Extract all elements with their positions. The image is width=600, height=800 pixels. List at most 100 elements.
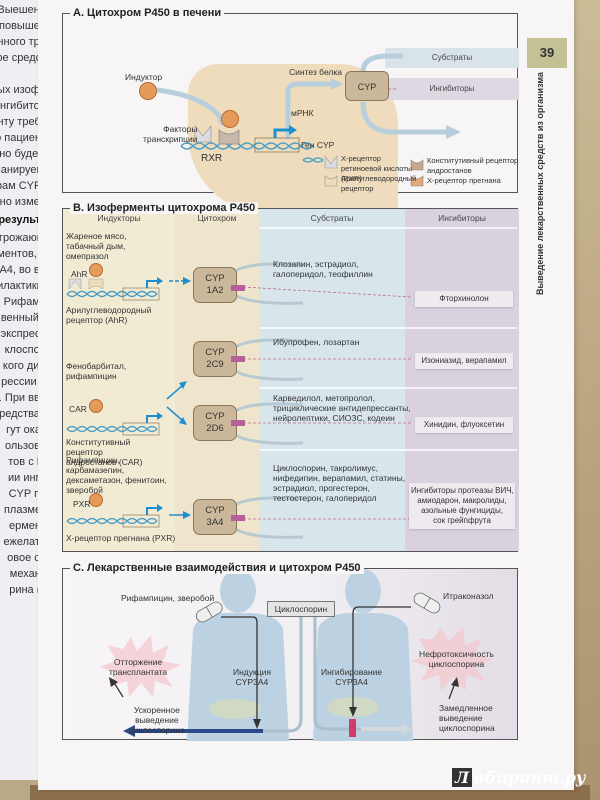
inducer-receptor-shape xyxy=(218,129,240,145)
row2-inducer-ball-icon xyxy=(89,399,103,413)
protein-synthesis-label: Синтез белка xyxy=(289,67,342,77)
row2-arrowhead-up xyxy=(179,381,187,389)
cyclosporine-left-pipe xyxy=(173,615,303,733)
legend-rxr-label: X-рецептор ретиноевой кислоты (RXR) xyxy=(341,154,413,183)
induction-label: Индукция CYP3A4 xyxy=(233,667,271,687)
inhibition-arrowhead xyxy=(349,707,357,717)
row4-receptor-name: X-рецептор прегнана (PXR) xyxy=(66,533,176,543)
section-c-diagram xyxy=(99,569,493,741)
inhibitor-line xyxy=(352,606,411,709)
row2-receptor-short: CAR xyxy=(69,404,87,414)
inhibitors-band: Ингибиторы xyxy=(385,78,519,100)
cyclosporine-label: Циклоспорин xyxy=(274,604,328,614)
bound-inducer-ball-icon xyxy=(221,110,239,128)
page-number-tab: 39 xyxy=(527,38,567,68)
cyp-out-arrow-bottom xyxy=(360,101,448,135)
row4-inhibitors: Ингибиторы протеазы ВИЧ, амиодарон, макр… xyxy=(409,483,515,529)
cyp-1a2-box: CYP 1A2 xyxy=(193,267,237,303)
nephrotoxicity-label: Нефротоксичность циклоспорина xyxy=(419,649,494,669)
row1-dna xyxy=(66,277,163,301)
transcription-factors-label: Факторы транскрипции xyxy=(143,124,198,144)
gene-cyp-label: Ген CYP xyxy=(301,140,335,150)
cyp-1a2-marker xyxy=(231,285,245,291)
left-liver-icon xyxy=(209,699,261,719)
row2-substrates: Ибупрофен, лозартан xyxy=(273,337,360,347)
row1-inducer-ball-icon xyxy=(89,263,103,277)
row2-arrowhead-down xyxy=(179,417,187,425)
legend-ahr-icon xyxy=(324,175,338,187)
inducers-header: Индукторы xyxy=(97,213,141,223)
gene-start-arrow xyxy=(273,128,291,138)
inducer-ball-icon xyxy=(139,82,157,100)
row4-arrowhead xyxy=(183,511,191,519)
legend-ahr-label: Арилуглеводородный рецептор xyxy=(341,174,417,193)
rejection-label: Отторжение трансплантата xyxy=(109,657,168,677)
row2-inducers: Фенобарбитал, рифампицин xyxy=(66,361,127,381)
section-a-frame: Субстраты Ингибиторы Индуктор Факторы т xyxy=(62,13,519,214)
inducer-line xyxy=(221,616,258,721)
section-c-title: C. Лекарственные взаимодействия и цитохр… xyxy=(70,562,364,574)
mrna-arrowhead xyxy=(331,78,343,90)
mrna-label: мРНК xyxy=(291,108,314,118)
section-b-diagram xyxy=(66,262,412,539)
nephrotoxicity-burst xyxy=(411,627,493,691)
row1-receptor-name: Арилуглеводородный рецептор (AhR) xyxy=(66,305,152,325)
section-b-title: B. Изоферменты цитохрома P450 xyxy=(70,202,259,214)
inhibition-label: Ингибирование CYP3A4 xyxy=(321,667,383,687)
rejection-burst xyxy=(99,635,181,697)
dna-strand-1 xyxy=(180,142,314,150)
cytochrome-header: Цитохром xyxy=(197,213,237,223)
row2-arrow-down xyxy=(166,406,184,422)
legend-rxr-icon xyxy=(324,155,338,169)
cyp-2d6-label: CYP 2D6 xyxy=(205,411,225,434)
labirint-logo-icon: Л xyxy=(452,768,473,787)
row2-arrow-up xyxy=(166,384,184,400)
legend-car-label: Конститутивный рецептор андростанов xyxy=(427,156,519,175)
cyp-2d6-box: CYP 2D6 xyxy=(193,405,237,441)
cyp-2c9-marker xyxy=(231,356,245,362)
legend-dna-icon xyxy=(302,157,324,163)
substrates-header: Субстраты xyxy=(310,213,354,223)
row2-dna xyxy=(66,412,163,436)
slowed-clearance-arrowhead xyxy=(401,723,413,735)
row4-inducer-ball-icon xyxy=(89,493,103,507)
cyp-out-arrowhead xyxy=(446,125,461,139)
chapter-side-title: Выведение лекарственных средств из орган… xyxy=(535,72,545,295)
cyp-2d6-marker xyxy=(231,420,245,426)
cyp-2c9-label: CYP 2C9 xyxy=(205,347,225,370)
section-a-arrows xyxy=(147,53,461,187)
gene-start-arrowhead xyxy=(289,125,297,135)
rxr-label: RXR xyxy=(201,153,223,164)
row2-inhibitors: Изониазид, верапамил xyxy=(415,353,513,369)
legend-car-icon xyxy=(410,159,424,171)
section-a-title: A. Цитохром P450 в печени xyxy=(70,7,225,19)
cyp1a2-loop xyxy=(234,262,304,305)
legend-pxr-icon xyxy=(410,175,424,187)
row-separator-3 xyxy=(259,449,517,451)
nephrotoxicity-arrowhead xyxy=(451,677,459,687)
cyp-1a2-label: CYP 1A2 xyxy=(205,273,225,296)
mrna-arrow xyxy=(285,81,333,139)
row3-inhibitors: Хинидин, флуоксетин xyxy=(415,417,513,433)
left-pill-icon xyxy=(195,601,223,623)
inducer-drugs-label: Рифампицин, зверобой xyxy=(121,593,215,603)
row1-inducers: Жареное мясо, табачный дым, омепразол xyxy=(66,231,127,261)
row4-substrates: Циклоспорин, такролимус, нифедипин, вера… xyxy=(273,463,406,503)
substrates-label: Субстраты xyxy=(431,53,473,62)
induction-arrowhead xyxy=(253,719,261,729)
inducers-column: Индукторы xyxy=(63,209,175,551)
cyp1a2-dashed xyxy=(242,286,412,298)
cyp3a4-loop xyxy=(234,496,304,539)
accelerated-clearance-label: Ускоренное выведение циклоспорина xyxy=(129,705,185,735)
section-b-frame: Индукторы Цитохром Субстраты Ингибиторы xyxy=(62,208,519,552)
cyp-3a4-marker xyxy=(231,515,245,521)
section-c-frame: Рифампицин, зверобой Циклоспорин Итракон… xyxy=(62,568,518,741)
row1-inhibitors: Фторхинолон xyxy=(415,291,513,307)
inhibited-cyp3a4-marker xyxy=(349,719,356,737)
cyp-3a4-box: CYP 3A4 xyxy=(193,499,237,535)
cyp-2c9-box: CYP 2C9 xyxy=(193,341,237,377)
labirint-watermark-text: абиринт.ру xyxy=(474,768,586,787)
cyclosporine-right-pipe xyxy=(313,615,393,731)
cyp-3a4-label: CYP 3A4 xyxy=(205,505,225,528)
